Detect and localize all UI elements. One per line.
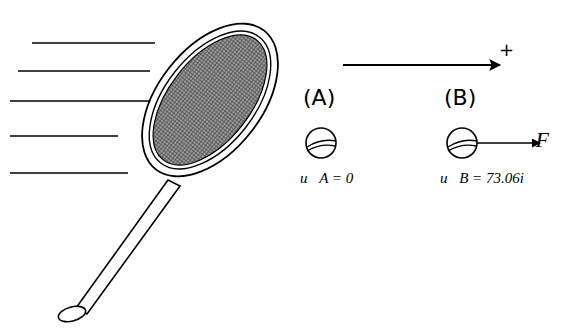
- ball-a: [306, 128, 336, 158]
- point-label: (A): [303, 86, 335, 110]
- racket-head: [115, 0, 305, 201]
- velocity-label: u⃗A = 0: [300, 170, 353, 187]
- racket-handle: [57, 180, 180, 324]
- force-arrow: [477, 142, 540, 144]
- direction-sign: +: [499, 40, 514, 60]
- velocity-label: u⃗B = 73.06i⃗: [440, 170, 536, 187]
- point-label: (B): [444, 86, 476, 110]
- speed-lines: [10, 43, 155, 173]
- force-label: F⃗: [535, 128, 566, 152]
- direction-arrow: [343, 64, 500, 66]
- ball-b: [447, 128, 477, 158]
